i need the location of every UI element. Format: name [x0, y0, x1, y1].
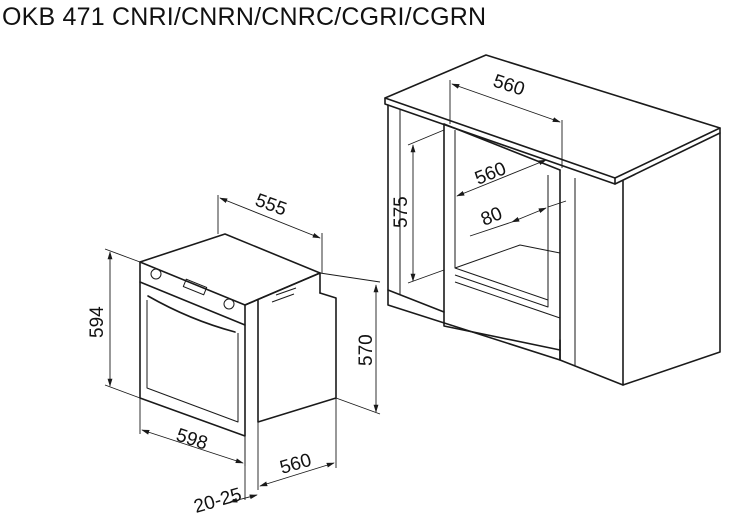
page-title: OKB 471 CNRI/CNRN/CNRC/CGRI/CGRN — [2, 3, 487, 31]
dimension-lines — [104, 80, 567, 503]
dimension-labels: 555 594 598 570 560 20-25 560 560 575 80 — [87, 71, 527, 518]
dim-oven-height: 594 — [87, 306, 108, 338]
dim-body-depth: 560 — [278, 450, 314, 479]
dim-niche-top-depth: 560 — [490, 71, 527, 101]
dim-oven-width: 598 — [173, 425, 210, 455]
dim-niche-height: 575 — [391, 196, 412, 228]
dim-front-offset: 20-25 — [192, 484, 245, 518]
dim-body-height: 570 — [356, 334, 377, 366]
cabinet — [384, 54, 721, 386]
dim-vent-gap: 80 — [478, 203, 505, 230]
dim-oven-depth: 555 — [252, 190, 289, 221]
dim-niche-depth: 560 — [472, 158, 509, 189]
oven — [139, 233, 337, 437]
